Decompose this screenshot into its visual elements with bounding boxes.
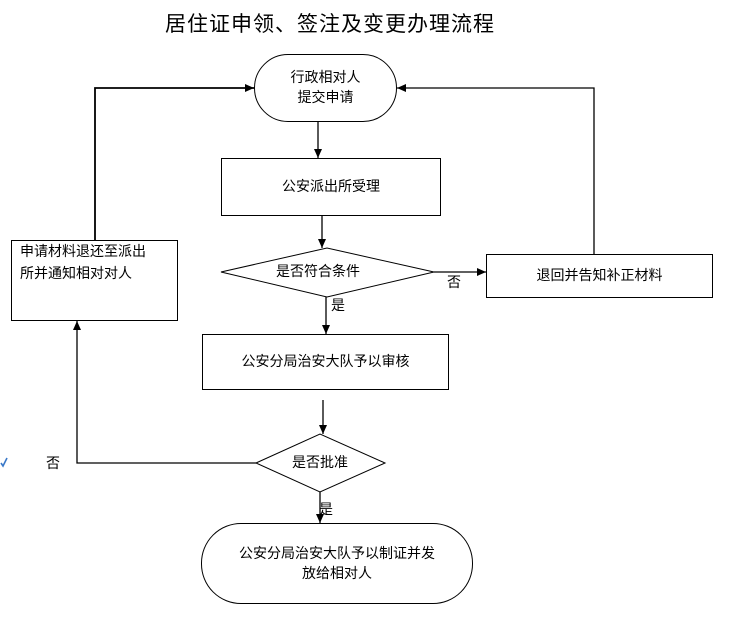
node-materials-line-2: 所并通知相对对人 <box>20 266 132 282</box>
label-no-approve: 否 <box>46 456 60 472</box>
arrow-return-to-submit <box>397 84 595 254</box>
check-mark-icon <box>0 457 8 468</box>
node-submit-line-2: 提交申请 <box>297 90 354 106</box>
label-yes-condition: 是 <box>331 298 345 314</box>
decision-check-condition-shape <box>220 247 435 298</box>
node-return-notify-label: 退回并告知补正材料 <box>536 268 663 284</box>
node-issue-line-1: 公安分局治安大队予以制证并发 <box>239 545 435 562</box>
label-no-condition: 否 <box>447 275 461 291</box>
node-review-label: 公安分局治安大队予以审核 <box>241 354 410 370</box>
node-accept-label: 公安派出所受理 <box>282 179 380 195</box>
node-issue-certificate: 公安分局治安大队予以制证并发 放给相对人 <box>201 523 473 604</box>
node-materials-line-1: 申请材料退还至派出 <box>20 244 146 260</box>
node-police-station-accept: 公安派出所受理 <box>221 158 441 216</box>
node-bureau-review: 公安分局治安大队予以审核 <box>202 334 449 390</box>
node-submit-application: 行政相对人 提交申请 <box>254 54 397 122</box>
node-materials-returned: 申请材料退还至派出 所并通知相对对人 <box>11 240 178 321</box>
node-return-notify: 退回并告知补正材料 <box>486 254 713 298</box>
arrow-materials-to-submit <box>94 84 254 240</box>
label-yes-approve: 是 <box>319 502 333 518</box>
decision-approve-label: 是否批准 <box>292 455 348 471</box>
diagram-title: 居住证申领、签注及变更办理流程 <box>165 12 495 36</box>
node-issue-line-2: 放给相对人 <box>302 565 372 582</box>
node-submit-line-1: 行政相对人 <box>290 70 361 86</box>
arrow-approve-no-to-materials <box>73 321 256 464</box>
decision-approve-shape <box>254 433 387 493</box>
decision-check-condition-label: 是否符合条件 <box>276 264 360 280</box>
